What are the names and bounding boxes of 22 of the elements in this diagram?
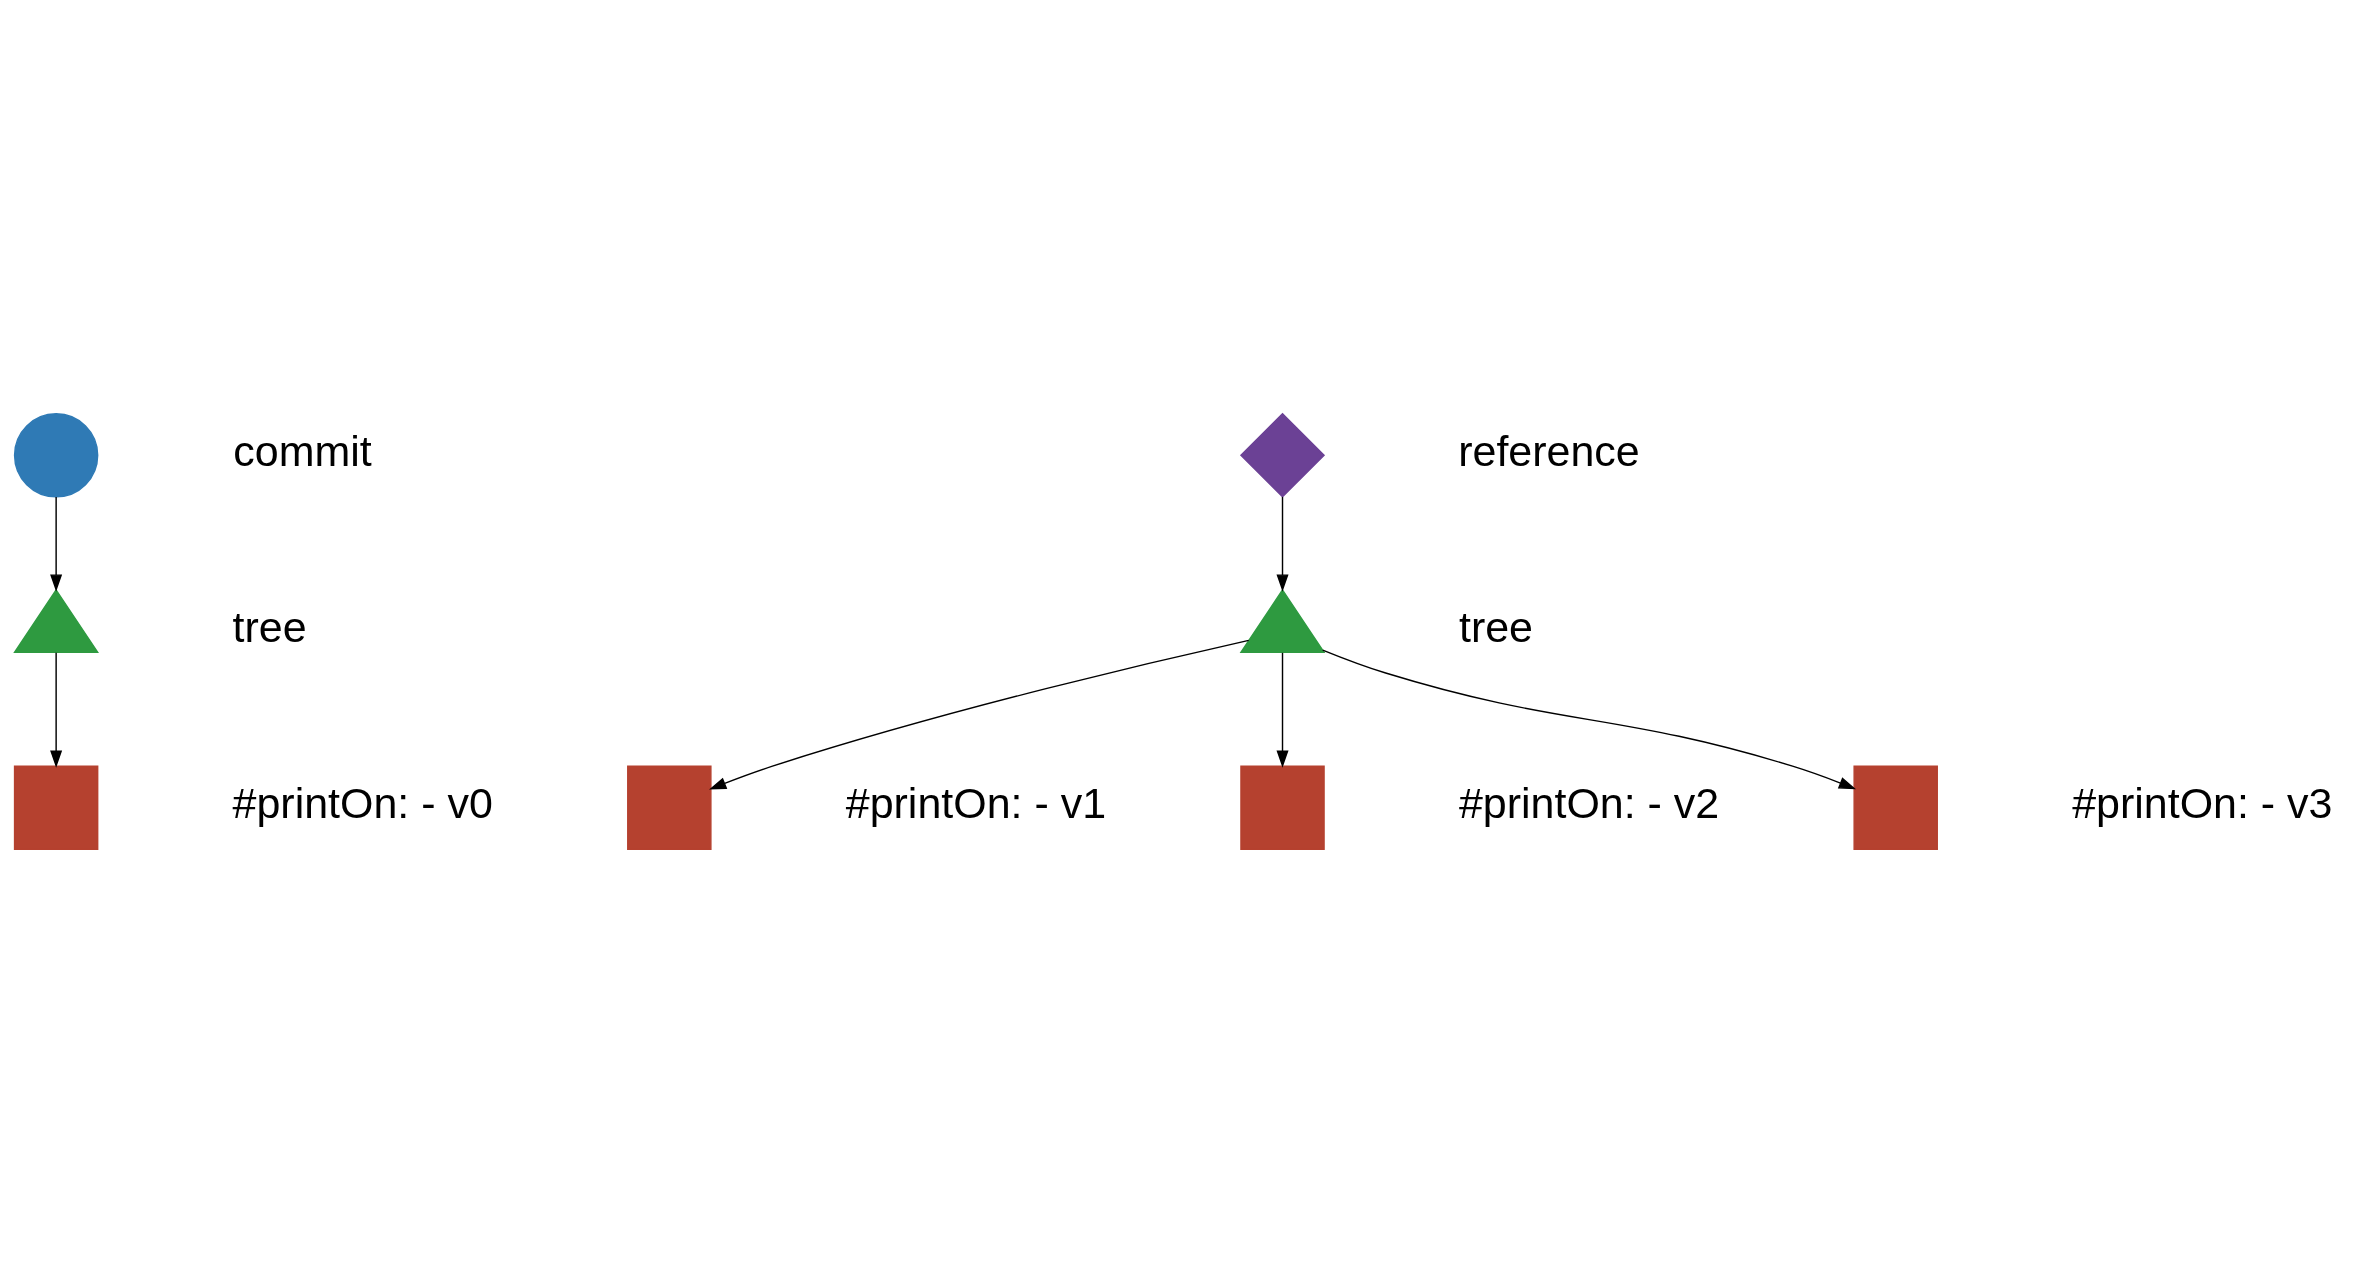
node-label: tree bbox=[1458, 602, 1534, 651]
node-box bbox=[1240, 764, 1325, 850]
node-label: #printOn: - v0 bbox=[232, 778, 493, 827]
node-diamond bbox=[1239, 412, 1326, 498]
node-box bbox=[13, 764, 99, 850]
arrow bbox=[709, 639, 1250, 790]
node-box bbox=[627, 764, 712, 850]
node-label: #printOn: - v3 bbox=[2072, 778, 2333, 827]
arrow bbox=[1276, 495, 1289, 592]
arrow bbox=[1276, 651, 1289, 768]
node-triangle bbox=[1239, 588, 1326, 653]
arrow bbox=[50, 651, 63, 768]
node-circle bbox=[13, 412, 99, 498]
node-triangle bbox=[13, 588, 99, 653]
node-label: #printOn: - v2 bbox=[1458, 778, 1720, 827]
arrow bbox=[50, 495, 63, 592]
node-label: #printOn: - v1 bbox=[845, 778, 1107, 827]
node-label: reference bbox=[1458, 426, 1640, 475]
arrow bbox=[1322, 648, 1857, 789]
node-label: tree bbox=[232, 602, 307, 651]
node-label: commit bbox=[233, 426, 372, 475]
node-box bbox=[1853, 764, 1938, 850]
